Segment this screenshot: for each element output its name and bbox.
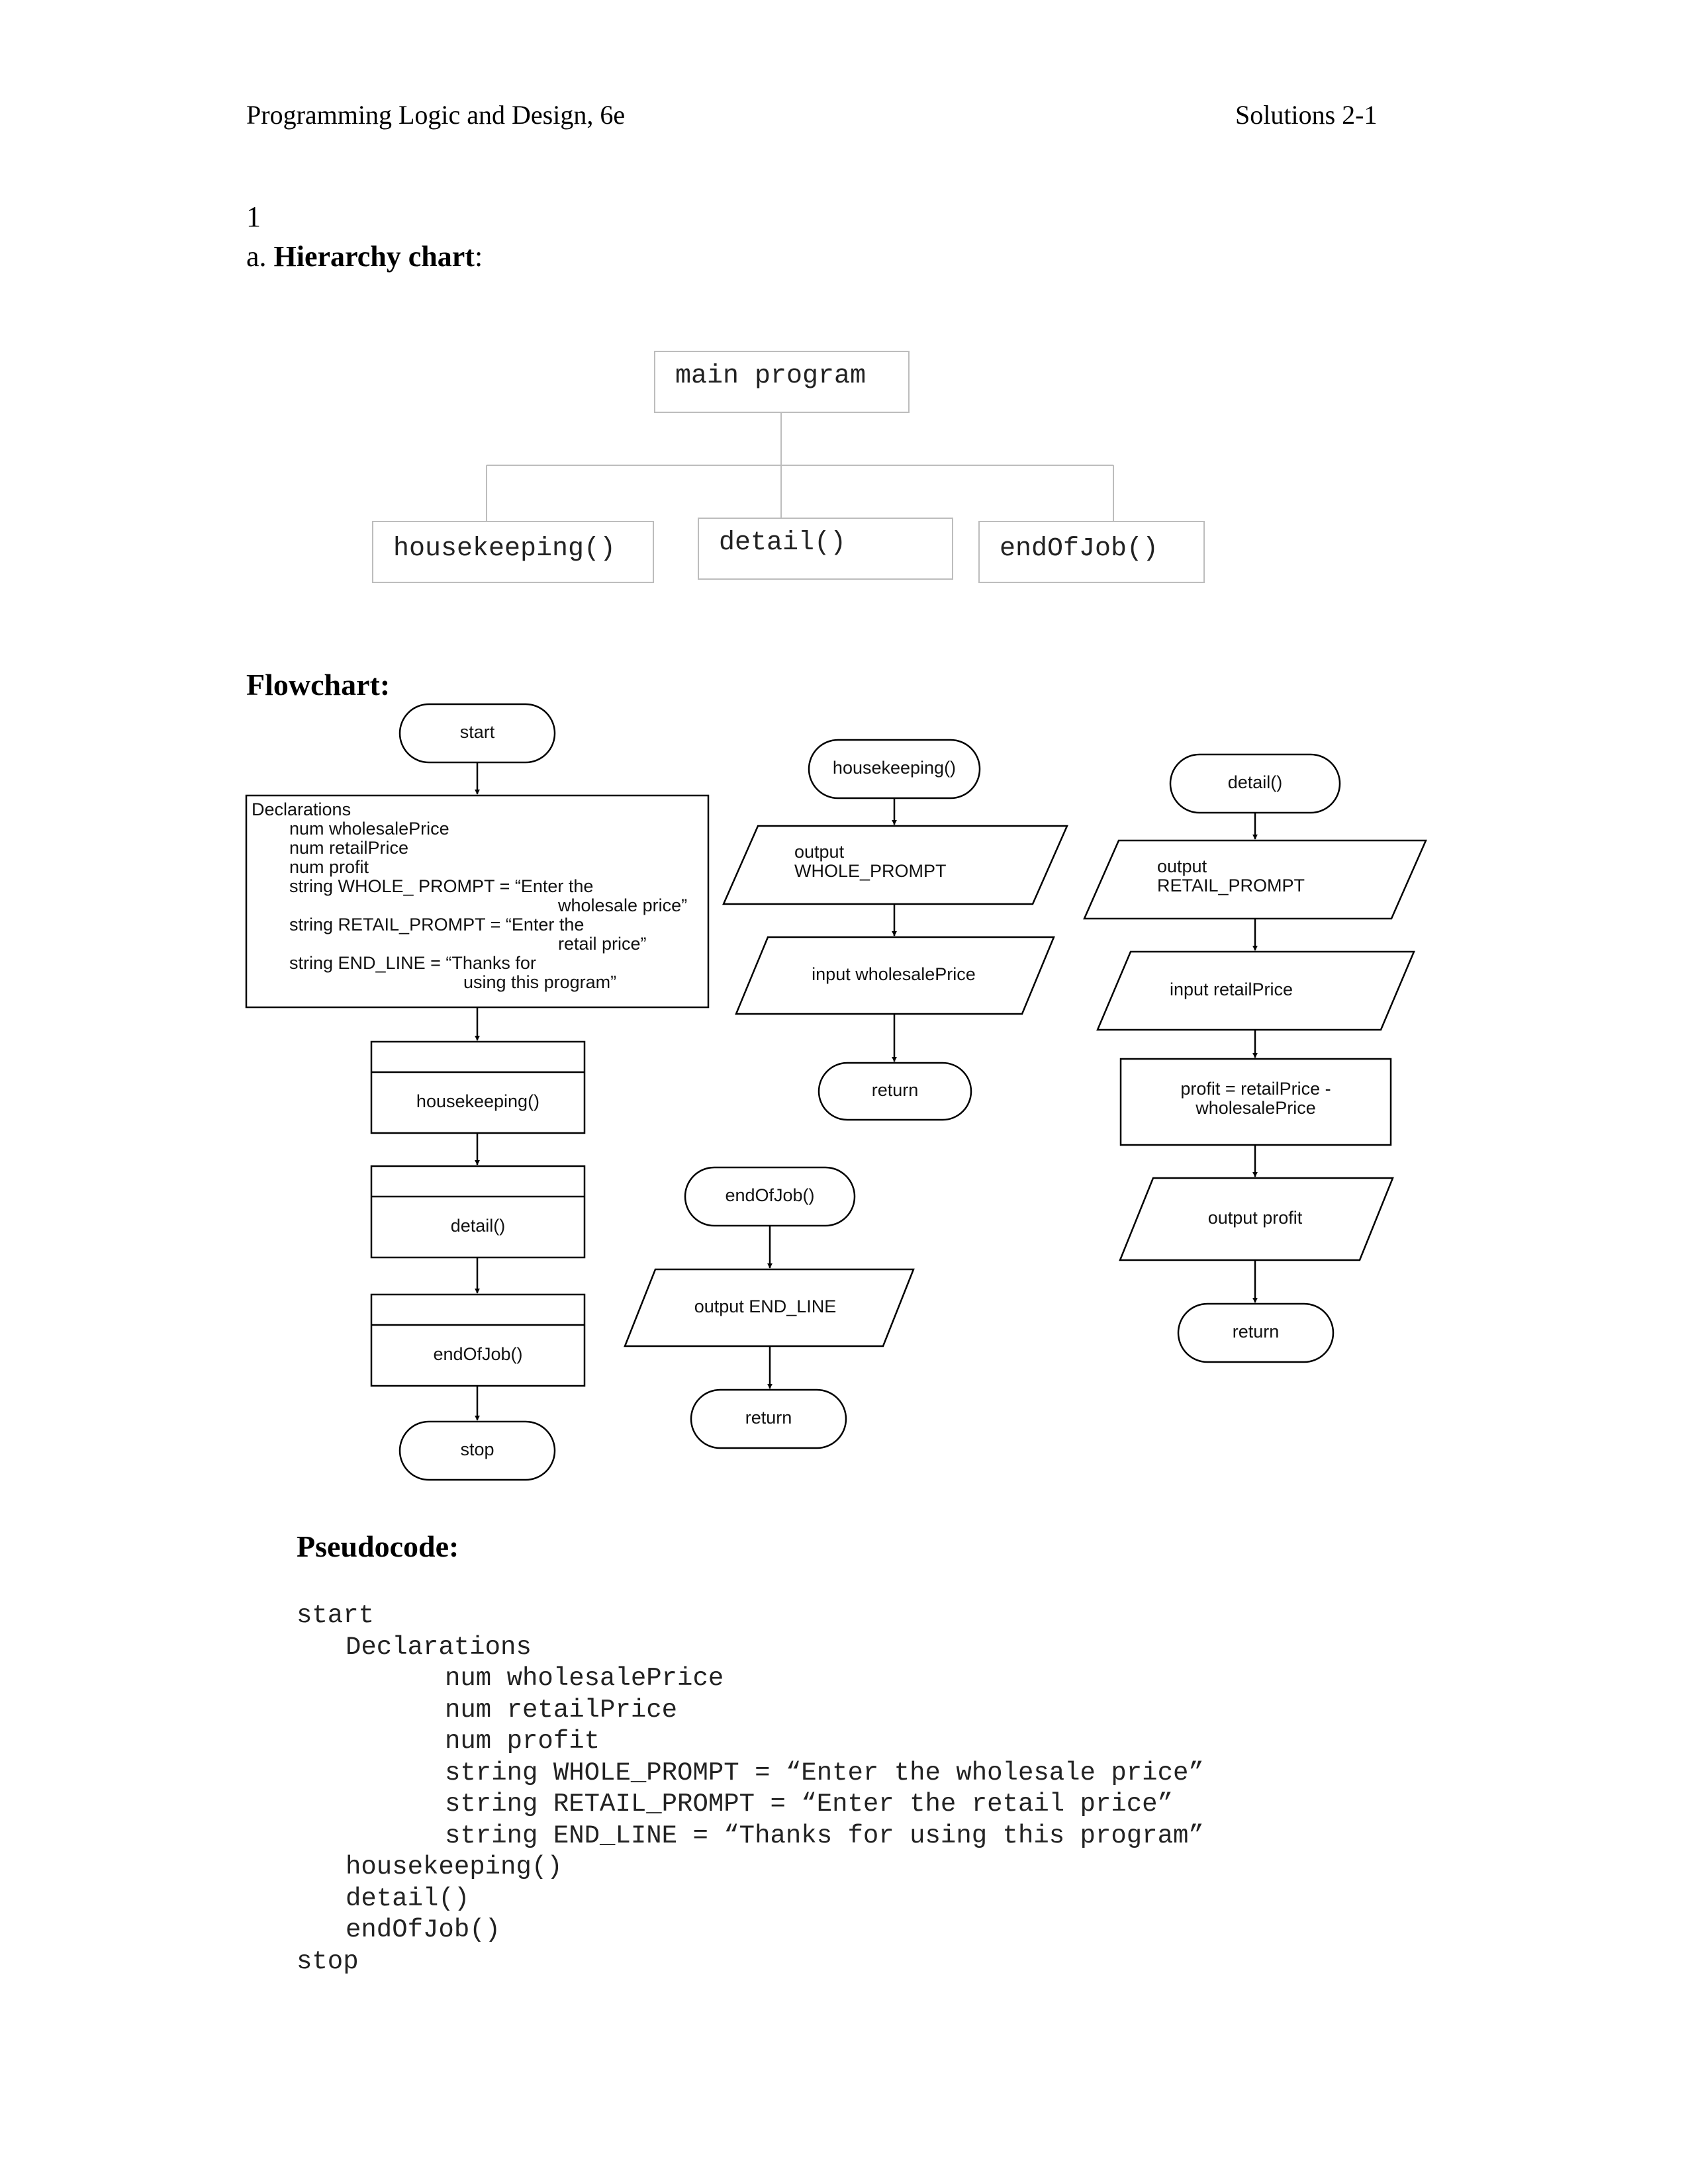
- label-dt-input: input retailPrice: [1170, 979, 1293, 999]
- label-hk-output-2: WHOLE_PROMPT: [794, 861, 947, 881]
- decl-line-2: num retailPrice: [289, 838, 408, 858]
- decl-line-8: string END_LINE = “Thanks for: [289, 953, 536, 973]
- label-dt-output-profit: output profit: [1208, 1208, 1303, 1228]
- flowchart-heading: Flowchart:: [246, 668, 391, 702]
- code-line: num wholesalePrice: [445, 1664, 724, 1693]
- code-line: housekeeping(): [346, 1852, 563, 1882]
- code-line: stop: [297, 1946, 359, 1976]
- code-line: string RETAIL_PROMPT = “Enter the retail…: [445, 1790, 1173, 1819]
- code-line: num retailPrice: [445, 1695, 678, 1725]
- code-line: start: [297, 1601, 375, 1630]
- hierarchy-child-detail: detail(): [698, 518, 953, 580]
- decl-line-7: retail price”: [558, 934, 647, 954]
- decl-line-5: wholesale price”: [557, 895, 687, 915]
- label-hk-input: input wholesalePrice: [812, 964, 976, 984]
- label-dt-return: return: [1233, 1322, 1280, 1342]
- dt-input-parallelogram: [1096, 950, 1415, 1031]
- decl-line-6: string RETAIL_PROMPT = “Enter the: [289, 915, 584, 934]
- dt-output-parallelogram: [1083, 839, 1427, 920]
- page-header-right: Solutions 2-1: [1235, 100, 1378, 130]
- hk-output-parallelogram: [722, 825, 1068, 905]
- decl-line-3: num profit: [289, 857, 369, 877]
- label-hk-output-1: output: [794, 842, 845, 862]
- label-dt-start: detail(): [1228, 772, 1283, 792]
- call-detail-box: [370, 1165, 586, 1259]
- label-call-housekeeping: housekeeping(): [416, 1091, 539, 1111]
- pseudocode-block: start Declarations num wholesalePrice nu…: [297, 1600, 1204, 1978]
- section-a-suffix: :: [474, 240, 483, 273]
- hk-input-parallelogram: [735, 936, 1055, 1015]
- detail-flow: [1083, 753, 1427, 1363]
- dt-terminal-return: [1177, 1302, 1335, 1363]
- code-line: num profit: [445, 1727, 600, 1756]
- label-start: start: [460, 722, 495, 742]
- label-dt-process-1: profit = retailPrice -: [1180, 1079, 1331, 1099]
- label-ej-start: endOfJob(): [725, 1185, 814, 1205]
- code-line: detail(): [346, 1884, 470, 1913]
- section-a-prefix: a.: [246, 240, 274, 273]
- terminal-stop: [399, 1420, 556, 1481]
- call-housekeeping-box: [370, 1040, 586, 1134]
- decl-line-1: num wholesalePrice: [289, 819, 449, 839]
- code-line: Declarations: [346, 1632, 532, 1662]
- hk-terminal-return: [818, 1062, 972, 1121]
- section-a-title: Hierarchy chart: [273, 240, 475, 273]
- label-hk-start: housekeeping(): [833, 758, 956, 778]
- ej-output-parallelogram: [624, 1268, 915, 1347]
- label-ej-return: return: [745, 1408, 792, 1428]
- label-dt-process-2: wholesalePrice: [1195, 1098, 1316, 1118]
- problem-number: 1: [246, 201, 261, 233]
- label-stop: stop: [460, 1439, 494, 1459]
- code-line: string END_LINE = “Thanks for using this…: [445, 1821, 1204, 1850]
- label-call-detail: detail(): [451, 1216, 506, 1236]
- label-dt-output-1: output: [1157, 856, 1207, 876]
- housekeeping-flow: [722, 739, 1068, 1121]
- dt-output-profit-parallelogram: [1119, 1177, 1394, 1261]
- page-header-left: Programming Logic and Design, 6e: [246, 100, 626, 130]
- hierarchy-connectors: [486, 413, 1114, 521]
- label-dt-output-2: RETAIL_PROMPT: [1157, 876, 1305, 895]
- code-line: endOfJob(): [346, 1915, 501, 1944]
- decl-line-9: using this program”: [463, 972, 616, 992]
- endofjob-flow: [624, 1166, 915, 1449]
- section-a-heading: a. Hierarchy chart:: [246, 240, 483, 273]
- label-hk-return: return: [872, 1080, 919, 1100]
- pseudocode-heading: Pseudocode:: [297, 1529, 459, 1563]
- main-flow: [245, 703, 710, 1481]
- call-endofjob-box: [370, 1293, 586, 1387]
- decl-line-0: Declarations: [252, 799, 351, 819]
- label-call-endofjob: endOfJob(): [433, 1344, 522, 1364]
- code-line: string WHOLE_PROMPT = “Enter the wholesa…: [445, 1758, 1204, 1788]
- decl-line-4: string WHOLE_ PROMPT = “Enter the: [289, 876, 593, 896]
- label-ej-output: output END_LINE: [694, 1297, 837, 1316]
- ej-terminal-return: [690, 1388, 847, 1449]
- hierarchy-child-housekeeping: housekeeping(): [372, 521, 654, 583]
- hierarchy-root-box: main program: [654, 351, 910, 413]
- hierarchy-child-endofjob: endOfJob(): [978, 521, 1205, 583]
